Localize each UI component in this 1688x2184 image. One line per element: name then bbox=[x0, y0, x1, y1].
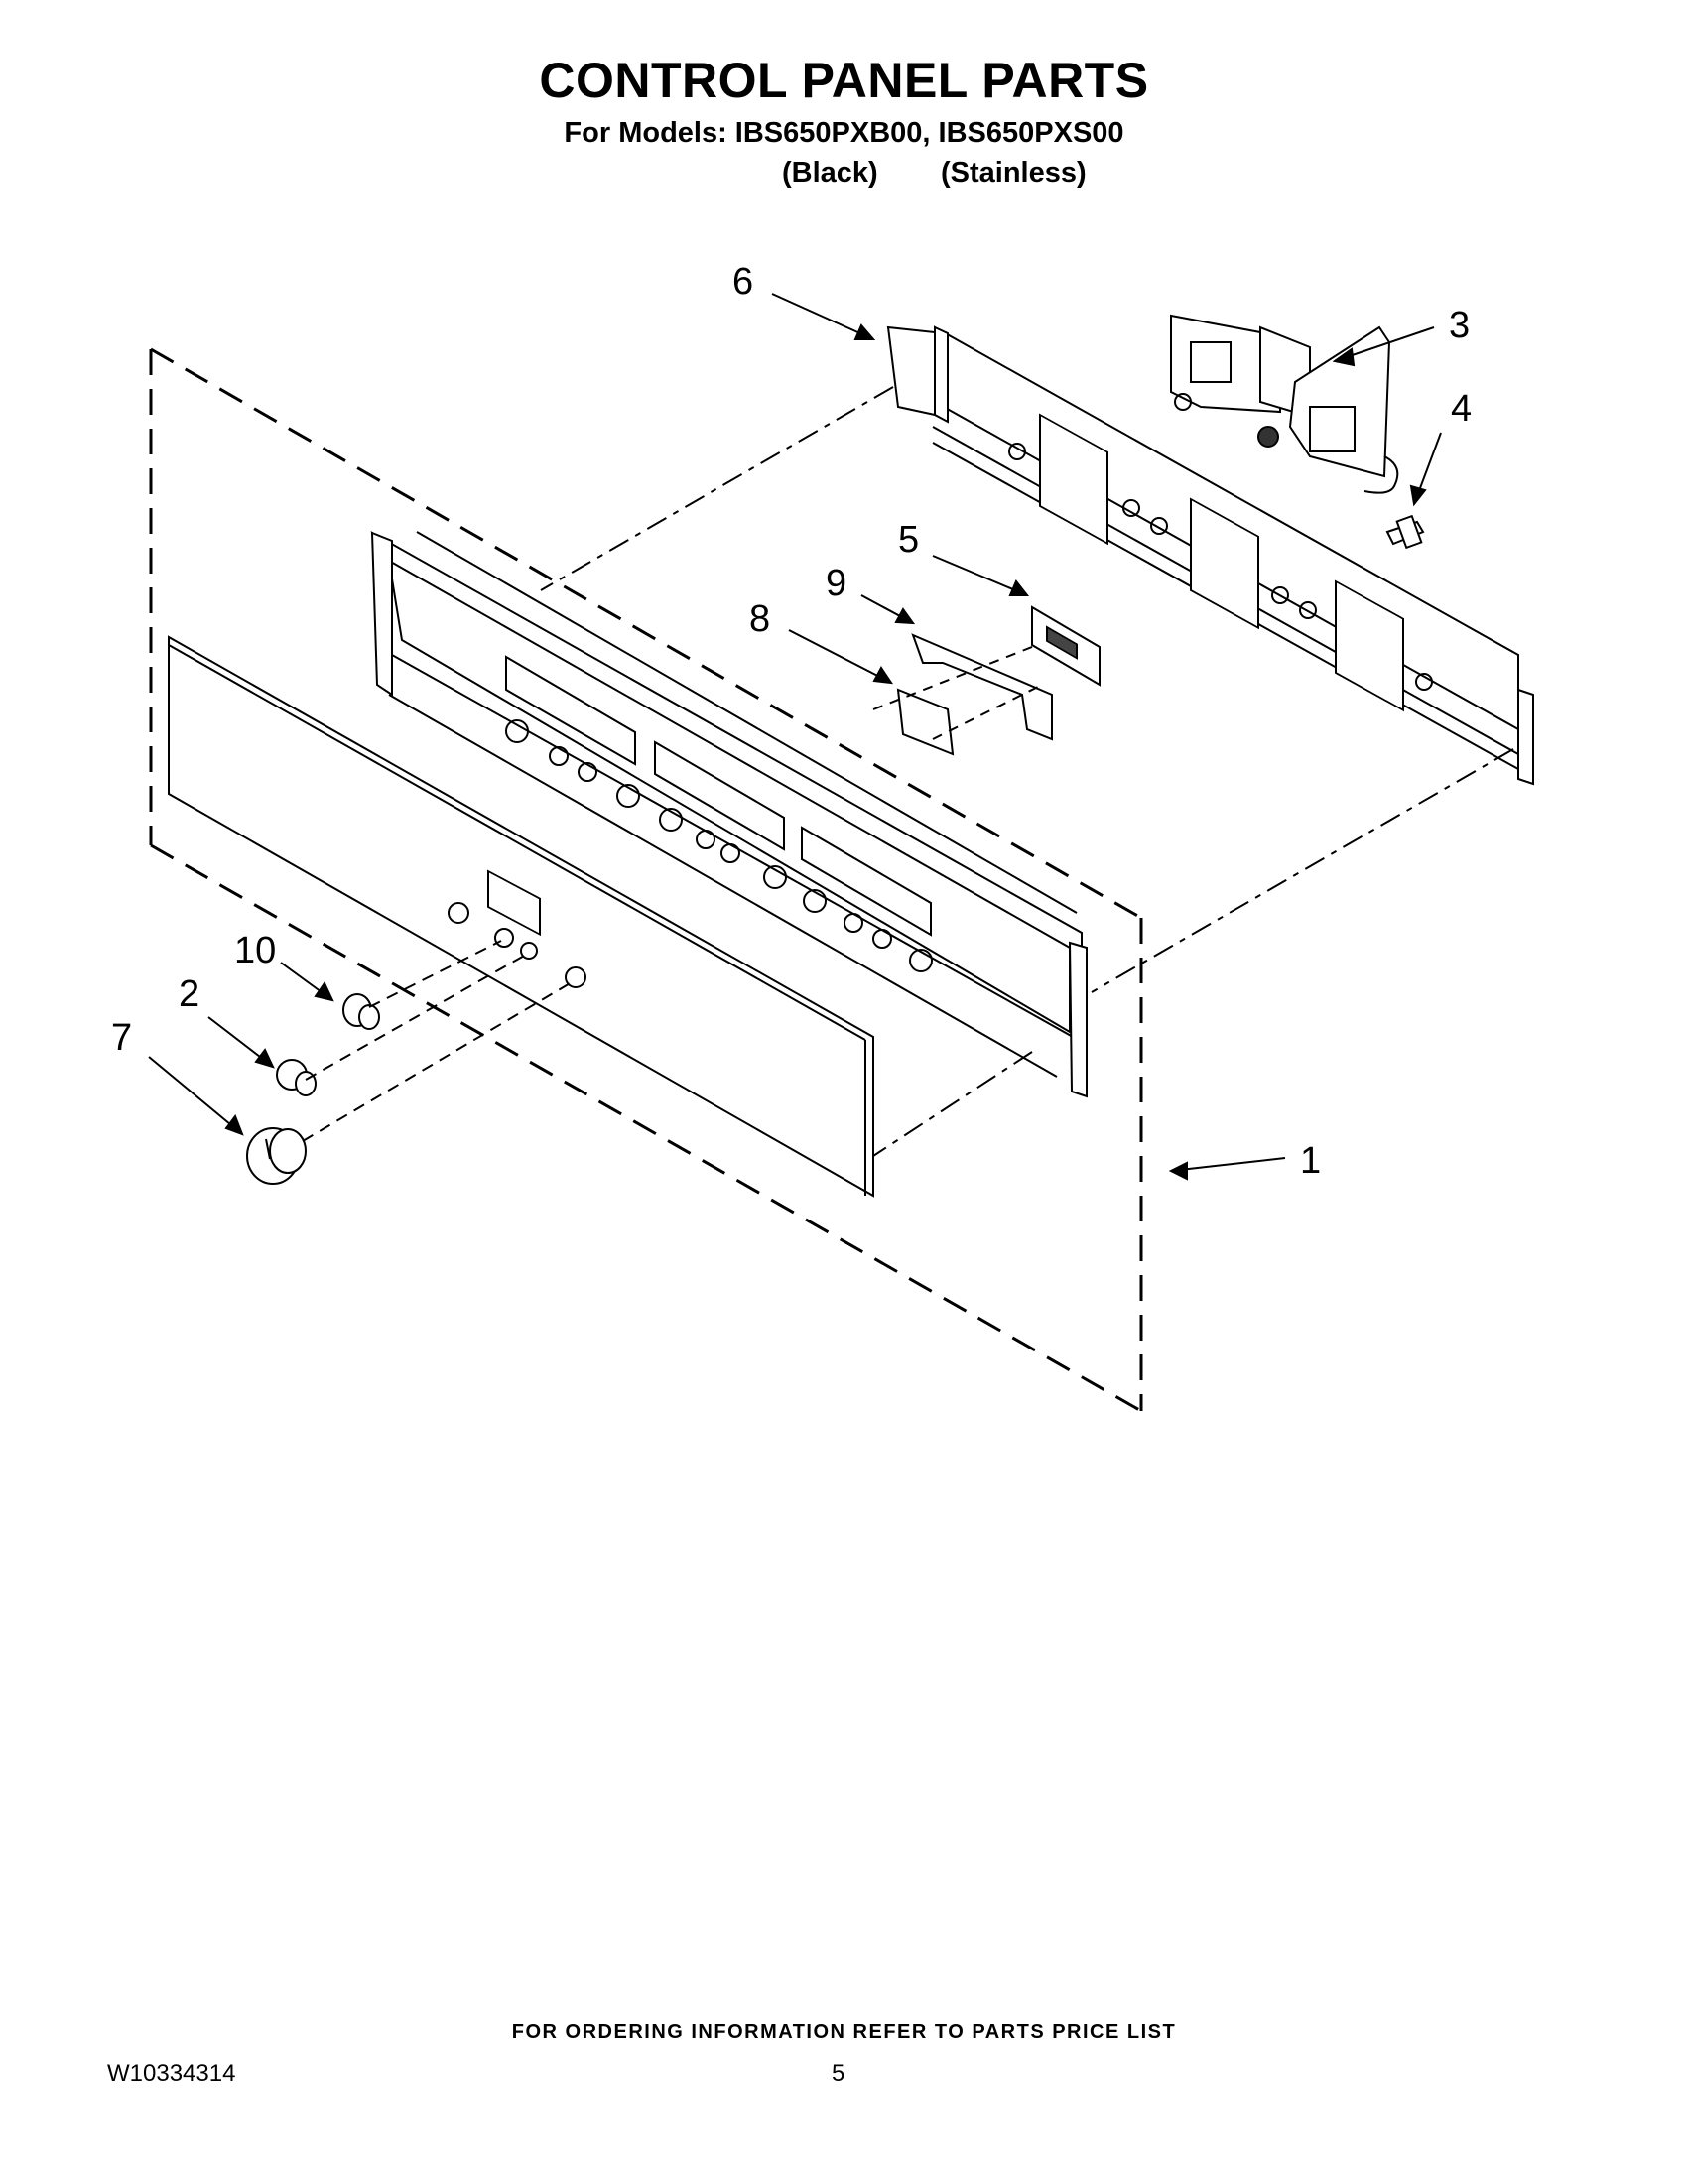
callout-4: 4 bbox=[1451, 388, 1472, 430]
knob-parts bbox=[246, 940, 573, 1185]
callout-9: 9 bbox=[826, 563, 846, 604]
variant-black: (Black) bbox=[782, 157, 878, 189]
variant-stainless: (Stainless) bbox=[941, 157, 1087, 189]
front-console-panel bbox=[168, 635, 874, 1198]
display-board bbox=[1031, 605, 1101, 687]
display-lens bbox=[872, 644, 1043, 756]
control-panel-frame bbox=[370, 531, 1088, 1098]
alignment-lines bbox=[540, 386, 1514, 1157]
callout-labels: 6 3 4 5 9 8 10 2 7 1 bbox=[111, 261, 1472, 1182]
callout-5: 5 bbox=[898, 519, 919, 561]
callout-1: 1 bbox=[1300, 1140, 1321, 1182]
callout-10: 10 bbox=[234, 930, 276, 971]
models-line: For Models: IBS650PXB00, IBS650PXS00 bbox=[564, 117, 1124, 149]
ordering-note: FOR ORDERING INFORMATION REFER TO PARTS … bbox=[511, 2021, 1177, 2043]
assembly-boundary bbox=[149, 347, 1143, 1413]
control-knob-7 bbox=[246, 1127, 307, 1185]
screw bbox=[1385, 514, 1425, 550]
callout-6: 6 bbox=[732, 261, 753, 303]
control-board-assembly bbox=[1170, 314, 1399, 494]
page-title: CONTROL PANEL PARTS bbox=[539, 53, 1149, 108]
callout-8: 8 bbox=[749, 598, 770, 640]
callout-2: 2 bbox=[179, 973, 199, 1015]
knob-insert-10 bbox=[342, 993, 380, 1030]
document-id: W10334314 bbox=[107, 2060, 236, 2087]
rear-bracket bbox=[886, 325, 1534, 786]
callout-7: 7 bbox=[111, 1017, 132, 1059]
callout-arrows bbox=[148, 293, 1442, 1181]
page-number: 5 bbox=[832, 2060, 845, 2087]
display-bezel bbox=[911, 633, 1053, 741]
callout-3: 3 bbox=[1449, 305, 1470, 346]
